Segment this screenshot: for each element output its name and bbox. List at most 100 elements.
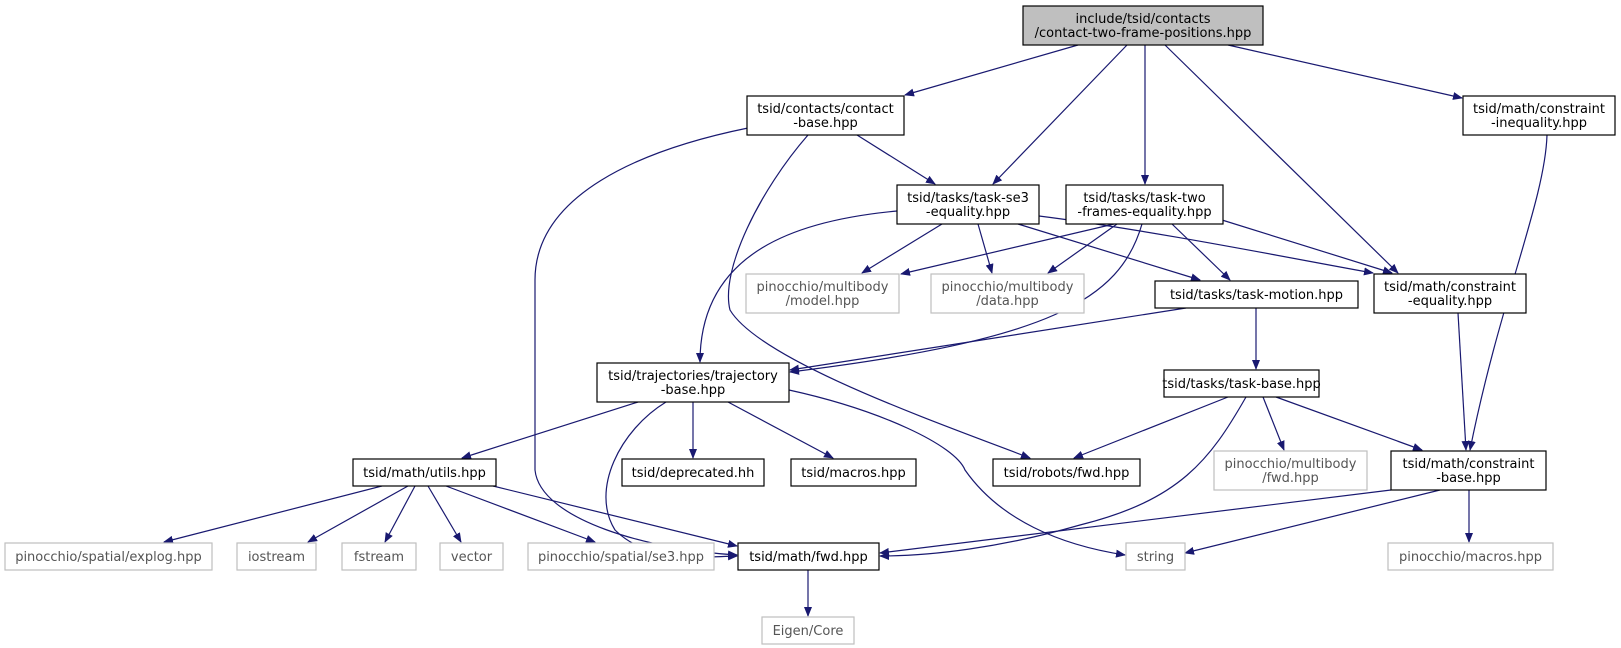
node-box — [761, 616, 855, 645]
node-label-line: -frames-equality.hpp — [1077, 205, 1211, 220]
edge-math_utils-to-se3 — [445, 485, 596, 543]
node-macros[interactable]: tsid/macros.hpp — [790, 458, 917, 487]
node-label-line: tsid/tasks/task-se3 — [907, 191, 1029, 206]
node-box — [930, 273, 1085, 314]
node-contact-base[interactable]: tsid/contacts/contact-base.hpp — [746, 95, 905, 136]
node-box — [896, 184, 1040, 225]
node-traj-base[interactable]: tsid/trajectories/trajectory-base.hpp — [596, 362, 790, 403]
node-constraint-base[interactable]: tsid/math/constraint-base.hpp — [1390, 450, 1547, 491]
edge-task_base-to-pin_fwd — [1262, 396, 1285, 451]
edge-task_two-to-pin_model — [900, 223, 1115, 276]
node-eigen-core: Eigen/Core — [761, 616, 855, 645]
node-math-utils[interactable]: tsid/math/utils.hpp — [352, 458, 497, 487]
node-box — [1390, 450, 1547, 491]
node-constraint-ineq[interactable]: tsid/math/constraint-inequality.hpp — [1462, 95, 1616, 136]
edge-task_se3-to-pin_data — [977, 223, 994, 274]
node-pin-model: pinocchio/multibody/model.hpp — [745, 273, 900, 314]
node-label-line: tsid/deprecated.hh — [632, 466, 755, 481]
node-label-line: tsid/tasks/task-motion.hpp — [1170, 288, 1343, 303]
node-box — [745, 273, 900, 314]
node-label-line: tsid/tasks/task-two — [1083, 191, 1205, 206]
node-fstream: fstream — [341, 542, 417, 571]
node-task-se3[interactable]: tsid/tasks/task-se3-equality.hpp — [896, 184, 1040, 225]
node-iostream: iostream — [236, 542, 317, 571]
node-label-line: Eigen/Core — [773, 624, 844, 639]
node-box — [1387, 542, 1554, 571]
edge-root-to-constraint_eq — [1164, 44, 1399, 274]
edge-root-to-contact_base — [904, 44, 1079, 97]
edge-constraint_base-to-math_fwd — [879, 489, 1392, 556]
node-task-base[interactable]: tsid/tasks/task-base.hpp — [1162, 369, 1321, 398]
node-task-two[interactable]: tsid/tasks/task-two-frames-equality.hpp — [1065, 184, 1224, 225]
edge-task_two-to-task_motion — [1171, 223, 1231, 281]
node-se3: pinocchio/spatial/se3.hpp — [527, 542, 715, 571]
edge-task_base-to-robots_fwd — [1073, 396, 1229, 459]
node-label-line: -equality.hpp — [1408, 294, 1492, 309]
node-label-line: tsid/math/constraint — [1473, 102, 1605, 117]
node-box — [1022, 5, 1264, 46]
node-root[interactable]: include/tsid/contacts/contact-two-frame-… — [1022, 5, 1264, 46]
node-task-motion[interactable]: tsid/tasks/task-motion.hpp — [1154, 280, 1359, 309]
node-label-line: /fwd.hpp — [1262, 471, 1319, 486]
node-box — [1125, 542, 1186, 571]
node-robots-fwd[interactable]: tsid/robots/fwd.hpp — [992, 458, 1141, 487]
node-label-line: vector — [451, 550, 493, 565]
node-label-line: tsid/math/utils.hpp — [363, 466, 486, 481]
node-label-line: tsid/math/constraint — [1403, 457, 1535, 472]
edge-task_se3-to-pin_model — [861, 223, 943, 274]
node-box — [439, 542, 504, 571]
node-box — [790, 458, 917, 487]
node-box — [621, 458, 765, 487]
node-box — [746, 95, 905, 136]
edge-math_utils-to-explog — [163, 485, 383, 544]
node-box — [1213, 450, 1368, 491]
edge-traj_base-to-macros — [727, 401, 834, 459]
node-math-fwd[interactable]: tsid/math/fwd.hpp — [737, 542, 880, 571]
node-label-line: -equality.hpp — [926, 205, 1010, 220]
edge-task_two-to-constraint_eq — [1221, 219, 1393, 275]
node-box — [992, 458, 1141, 487]
edge-task_base-to-constraint_base — [1275, 396, 1423, 451]
node-label-line: pinocchio/spatial/se3.hpp — [538, 550, 704, 565]
nodes-layer: include/tsid/contacts/contact-two-frame-… — [4, 5, 1616, 645]
node-box — [527, 542, 715, 571]
node-label-line: tsid/math/fwd.hpp — [749, 550, 868, 565]
edge-constraint_eq-to-constraint_base — [1457, 312, 1470, 451]
node-constraint-eq[interactable]: tsid/math/constraint-equality.hpp — [1373, 273, 1527, 314]
edge-math_utils-to-math_fwd — [492, 485, 738, 548]
node-label-line: -base.hpp — [1436, 471, 1501, 486]
node-label-line: iostream — [248, 550, 305, 565]
edge-task_se3-to-traj_base — [696, 210, 898, 363]
edge-contact_base-to-robots_fwd — [727, 134, 1031, 459]
edge-math_utils-to-iostream — [307, 485, 409, 543]
node-label-line: tsid/tasks/task-base.hpp — [1162, 377, 1321, 392]
node-box — [737, 542, 880, 571]
node-label-line: pinocchio/multibody — [1225, 457, 1357, 472]
edge-task_motion-to-traj_base — [789, 307, 1187, 373]
node-box — [341, 542, 417, 571]
edge-contact_base-to-task_se3 — [856, 134, 936, 185]
edge-traj_base-to-string — [788, 389, 1126, 558]
node-label-line: string — [1137, 550, 1174, 565]
edge-task_base-to-math_fwd — [879, 396, 1247, 560]
node-box — [1462, 95, 1616, 136]
node-pin-macros: pinocchio/macros.hpp — [1387, 542, 1554, 571]
edge-task_two-to-pin_data — [1047, 223, 1118, 274]
node-label-line: -base.hpp — [661, 383, 726, 398]
node-label-line: pinocchio/spatial/explog.hpp — [15, 550, 202, 565]
node-explog: pinocchio/spatial/explog.hpp — [4, 542, 213, 571]
node-deprecated[interactable]: tsid/deprecated.hh — [621, 458, 765, 487]
edge-traj_base-to-math_utils — [461, 401, 639, 460]
node-box — [4, 542, 213, 571]
node-string: string — [1125, 542, 1186, 571]
node-vector: vector — [439, 542, 504, 571]
node-box — [1154, 280, 1359, 309]
node-label-line: pinocchio/macros.hpp — [1399, 550, 1542, 565]
node-label-line: /contact-two-frame-positions.hpp — [1035, 26, 1252, 41]
node-label-line: tsid/trajectories/trajectory — [608, 369, 778, 384]
node-label-line: tsid/macros.hpp — [801, 466, 906, 481]
node-label-line: pinocchio/multibody — [757, 280, 889, 295]
edge-math_utils-to-vector — [427, 485, 462, 543]
edge-task_se3-to-task_motion — [1017, 223, 1201, 282]
